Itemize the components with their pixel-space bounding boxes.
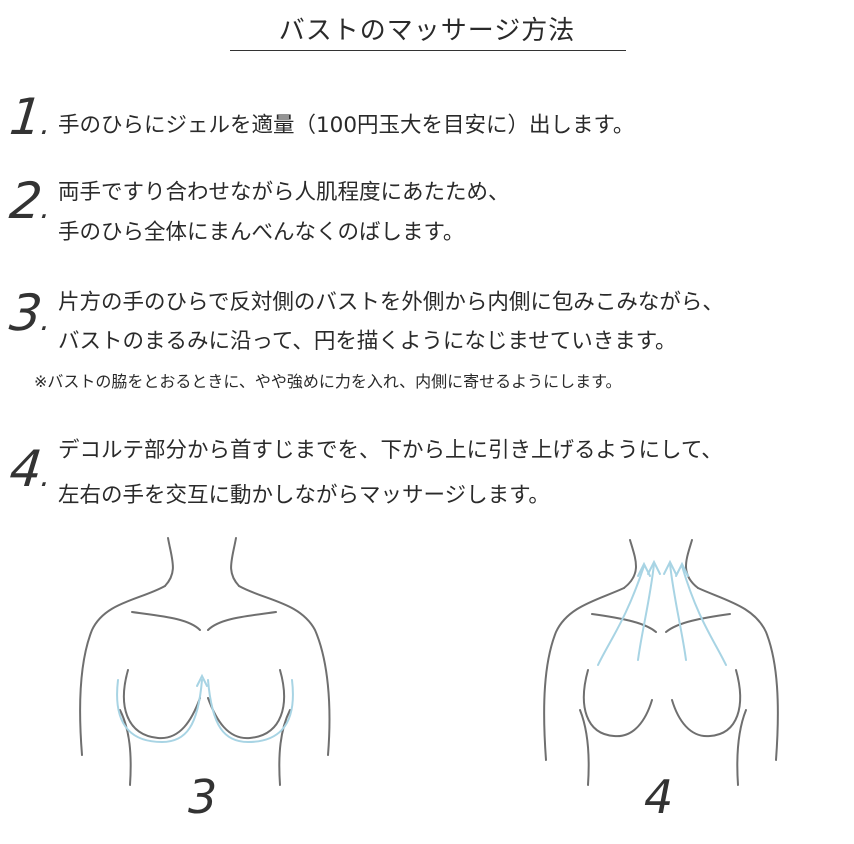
step-3-line-2: バストのまるみに沿って、円を描くようになじませていきます。 [58, 329, 677, 354]
bust-outline-4 [543, 539, 779, 786]
step-number-1: 1. [6, 88, 53, 146]
figure-label-4: 4 [644, 770, 674, 824]
step-1-line-1: 手のひらにジェルを適量（100円玉大を目安に）出します。 [58, 113, 635, 138]
bust-outline-3 [79, 537, 331, 786]
step-number-4: 4. [6, 440, 53, 498]
illustration-step-3: 3 [60, 530, 370, 824]
step-number-3: 3. [6, 284, 53, 342]
step-4-line-1: デコルテ部分から首すじまでを、下から上に引き上げるようにして、 [58, 438, 723, 463]
step-3-note: ※バストの脇をとおるときに、やや強めに力を入れ、内側に寄せるようにします。 [34, 372, 622, 391]
step-3-line-1: 片方の手のひらで反対側のバストを外側から内側に包みこみながら、 [58, 290, 724, 315]
page-title: バストのマッサージ方法 [278, 16, 576, 46]
step-2-line-1: 両手ですり合わせながら人肌程度にあたため、 [58, 180, 510, 205]
illustration-step-4: 4 [510, 530, 810, 824]
title-underline [230, 50, 626, 51]
figure-label-3: 3 [188, 770, 218, 824]
step-number-2: 2. [6, 172, 53, 230]
step-2-line-2: 手のひら全体にまんべんなくのばします。 [58, 220, 465, 245]
step-4-line-2: 左右の手を交互に動かしながらマッサージします。 [58, 483, 550, 508]
